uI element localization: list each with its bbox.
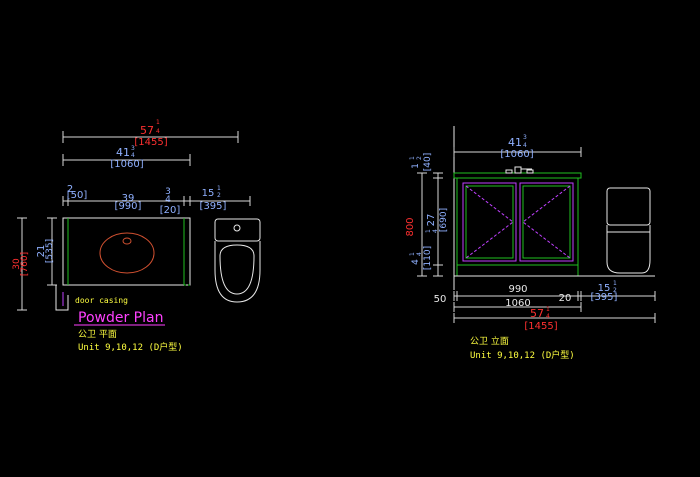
plan-seg1-ft: 2 [67, 184, 73, 195]
elev-top-mm: [40] [423, 153, 433, 171]
plan-total-frac-top: 1 [156, 119, 160, 126]
elevation-view: 41 3 4 [1060] 1 1 2 [40] 800 27 1 4 [690… [405, 126, 656, 361]
plan-overall-depth-mm: [760] [20, 252, 30, 276]
elev-bottom-1455: [1455] [524, 321, 557, 332]
elev-vanity-mm: [1060] [500, 149, 533, 160]
elev-base-frac-bot: 4 [416, 252, 423, 256]
elev-dim-vertical [417, 172, 443, 277]
elev-dim-vanity [453, 147, 582, 157]
plan-seg3-mm: [20] [160, 205, 181, 216]
elev-bottom-15-frac-bot: 2 [613, 287, 617, 294]
elev-bottom-57-frac-top: 1 [546, 306, 550, 313]
plan-dim-overall-depth [17, 217, 27, 311]
elev-vanity-frac-top: 3 [523, 134, 527, 141]
elev-base-ft: 4 [411, 259, 421, 265]
plan-total-ft: 57 [140, 124, 154, 137]
sink-basin [99, 232, 155, 274]
elev-cab-frac-bot: 4 [432, 229, 439, 233]
elev-cab-ft: 27 [426, 214, 437, 227]
door-casing-wall [55, 285, 69, 311]
elev-bottom-57: 57 [530, 307, 544, 320]
plan-total-mm: [1455] [134, 137, 167, 148]
vanity-counter-outline [62, 217, 191, 286]
plan-seg4-frac-top: 1 [217, 185, 221, 192]
plan-seg4-mm: [395] [200, 201, 227, 212]
elev-cab-frac-top: 1 [425, 229, 432, 233]
faucet-hole [122, 237, 132, 245]
plan-vanity-frac-top: 3 [131, 145, 135, 152]
door-casing-label: door casing [75, 296, 128, 305]
elev-height-mm: 800 [405, 217, 416, 236]
elev-vanity-ft: 41 [508, 136, 522, 149]
elev-bottom-15-frac-top: 1 [613, 280, 617, 287]
elev-vanity-frac-bot: 4 [523, 142, 527, 149]
plan-view: 57 1 4 [1455] 41 3 4 [1060] 2 [50] 39 [9… [12, 119, 261, 353]
plan-seg3-frac: 4 [165, 195, 171, 205]
plan-seg3-ft: 3 [165, 187, 171, 197]
plan-vanity-frac-bot: 4 [131, 152, 135, 159]
plan-dim-vanity [62, 154, 191, 166]
elev-base-mm: [110] [423, 246, 433, 270]
plan-dim-segments [62, 196, 251, 206]
plan-dim-total [62, 131, 239, 143]
elev-top-frac-bot: 2 [416, 156, 423, 160]
elev-faucet [505, 166, 534, 174]
plan-depth-mm: [535] [45, 239, 55, 263]
elev-cabinet-door-right [519, 182, 574, 262]
elev-bottom-50: 50 [434, 294, 447, 305]
plan-depth-ft: 21 [36, 245, 47, 258]
elev-bottom-57-frac-bot: 4 [546, 313, 550, 320]
elev-dim-bottom [453, 291, 656, 323]
plan-total-frac-bot: 4 [156, 128, 160, 135]
elev-cab-mm: [690] [439, 208, 449, 232]
elev-bottom-15: 15 [598, 283, 611, 294]
plan-title: Powder Plan [78, 310, 163, 326]
elev-unit-label: Unit 9,10,12 (D户型) [470, 349, 575, 361]
elev-subtitle-cn: 公卫 立面 [470, 335, 509, 347]
plan-seg2-mm: [990] [115, 201, 142, 212]
elev-cabinet-door-left [462, 182, 517, 262]
plan-dim-depth [47, 217, 57, 286]
plan-vanity-mm: [1060] [110, 159, 143, 170]
plan-seg4-ft: 15 [202, 188, 215, 199]
plan-seg2-ft: 39 [122, 193, 135, 204]
plan-seg4-frac-bot: 2 [217, 192, 221, 199]
elev-bottom-1060: 1060 [505, 298, 530, 309]
plan-overall-depth-ft: 30 [12, 258, 22, 270]
toilet-plan [214, 218, 261, 303]
elev-bottom-395: [395] [591, 292, 618, 303]
toilet-elevation [606, 187, 651, 274]
elev-top-ft: 1 [411, 163, 421, 169]
elev-bottom-990: 990 [508, 284, 527, 295]
elev-bottom-20: 20 [559, 293, 572, 304]
elev-base-frac-top: 1 [409, 252, 416, 256]
plan-vanity-ft: 41 [116, 146, 130, 159]
elev-top-frac-top: 1 [409, 156, 416, 160]
plan-subtitle-cn: 公卫 平面 [78, 329, 117, 340]
plan-unit-label: Unit 9,10,12 (D户型) [78, 341, 183, 353]
plan-seg1-mm: [50] [67, 190, 88, 201]
